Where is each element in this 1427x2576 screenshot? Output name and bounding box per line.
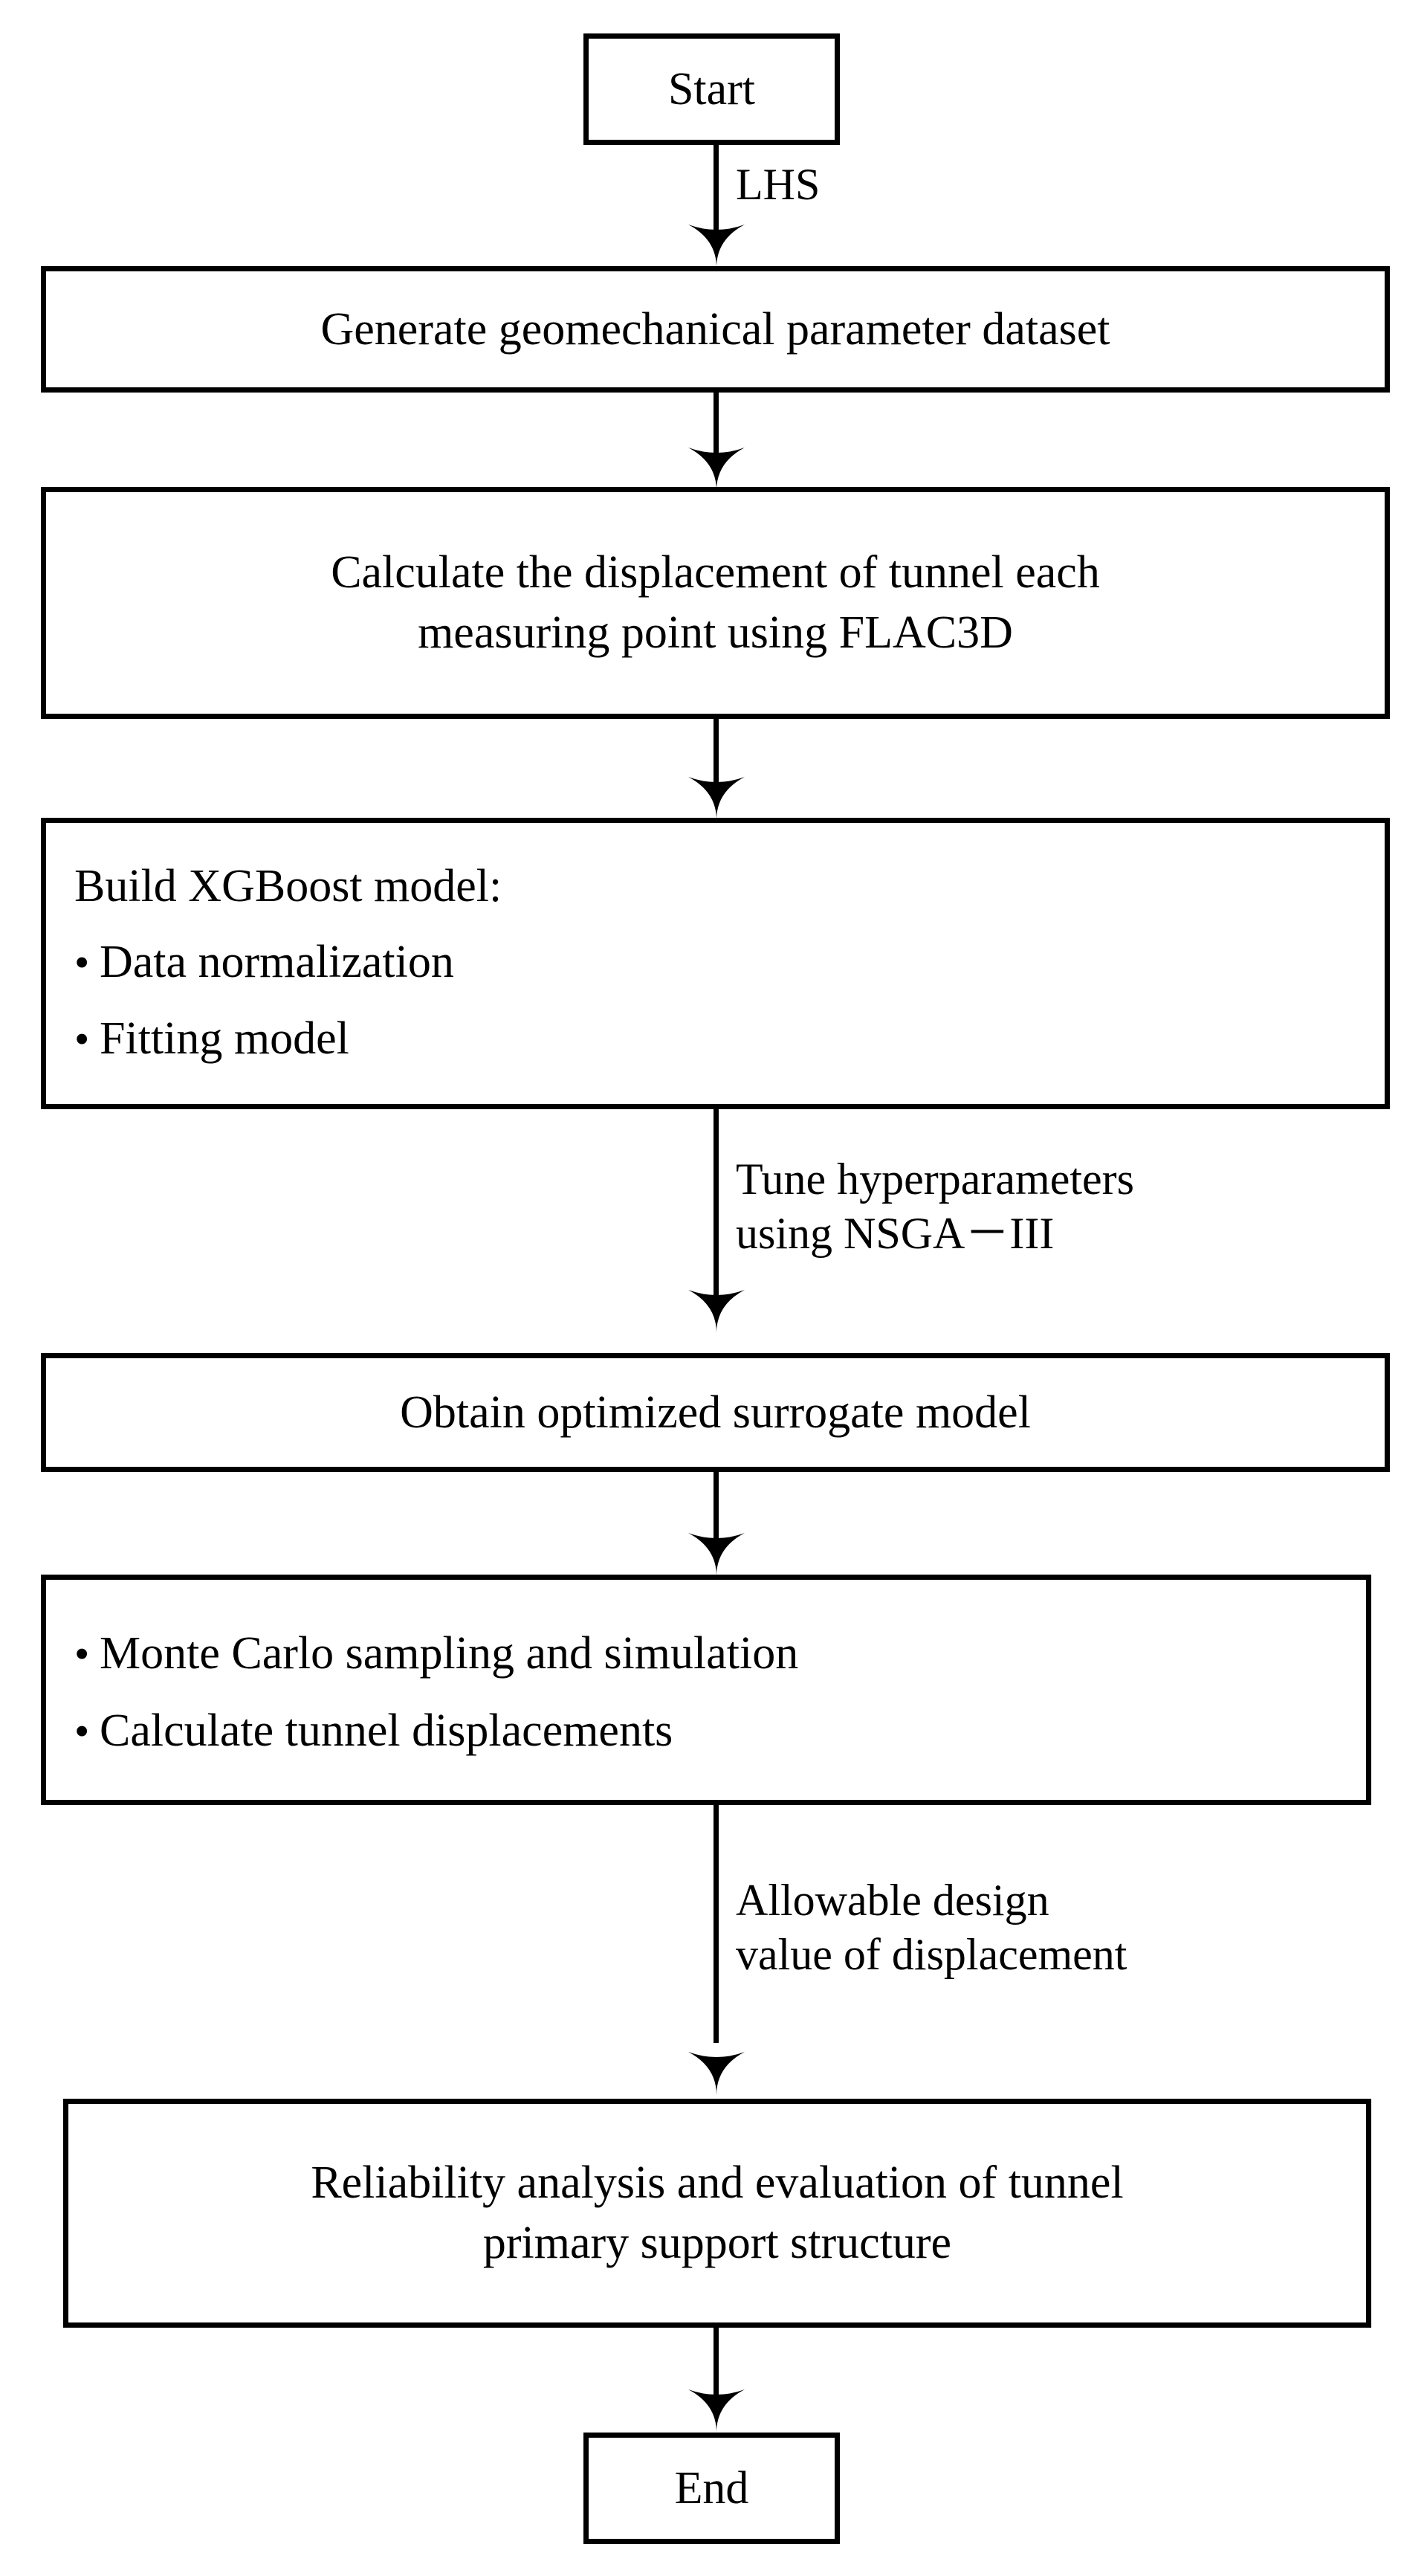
node-obtain-surrogate-model: Obtain optimized surrogate model xyxy=(41,1353,1390,1472)
node-build-xgboost-bullet-1: •Data normalization xyxy=(74,934,1370,990)
node-start-label: Start xyxy=(667,63,756,114)
edge-label-allowable-design-value: Allowable design value of displacement xyxy=(736,1876,1127,1980)
node-calculate-displacement-label: Calculate the displacement of tunnel eac… xyxy=(331,547,1100,658)
node-build-xgboost: Build XGBoost model: •Data normalization… xyxy=(41,818,1390,1109)
connector-surrogate-to-montecarlo xyxy=(714,1472,719,1546)
node-monte-carlo-bullet-2-label: Calculate tunnel displacements xyxy=(100,1705,673,1757)
node-end-label: End xyxy=(674,2462,749,2514)
node-end: End xyxy=(583,2433,840,2544)
node-monte-carlo: •Monte Carlo sampling and simulation •Ca… xyxy=(41,1575,1371,1805)
connector-generate-to-calculate xyxy=(714,393,719,459)
node-monte-carlo-bullet-2: •Calculate tunnel displacements xyxy=(74,1703,1351,1758)
node-monte-carlo-bullet-1-label: Monte Carlo sampling and simulation xyxy=(100,1628,799,1679)
connector-reliability-to-end xyxy=(714,2328,719,2402)
node-build-xgboost-heading: Build XGBoost model: xyxy=(74,861,502,911)
bullet-glyph-icon: • xyxy=(74,1707,90,1756)
bullet-glyph-icon: • xyxy=(74,1014,90,1063)
node-generate-dataset: Generate geomechanical parameter dataset xyxy=(41,266,1390,393)
node-monte-carlo-bullet-1: •Monte Carlo sampling and simulation xyxy=(74,1626,1351,1681)
node-start: Start xyxy=(583,33,840,145)
node-generate-dataset-label: Generate geomechanical parameter dataset xyxy=(320,303,1110,355)
node-calculate-displacement: Calculate the displacement of tunnel eac… xyxy=(41,487,1390,719)
node-reliability-analysis: Reliability analysis and evaluation of t… xyxy=(63,2099,1371,2328)
node-build-xgboost-bullet-2: •Fitting model xyxy=(74,1011,1370,1066)
node-build-xgboost-bullet-2-label: Fitting model xyxy=(100,1013,349,1064)
node-build-xgboost-bullet-1-label: Data normalization xyxy=(100,937,454,988)
edge-label-lhs: LHS xyxy=(736,160,821,209)
node-reliability-analysis-label: Reliability analysis and evaluation of t… xyxy=(311,2157,1124,2268)
bullet-glyph-icon: • xyxy=(74,1630,90,1678)
edge-label-tune-hyperparameters: Tune hyperparameters using NSGA－III xyxy=(736,1155,1134,1259)
connector-montecarlo-to-reliability xyxy=(714,1805,719,2043)
connector-calculate-to-build xyxy=(714,719,719,790)
connector-build-to-surrogate xyxy=(714,1109,719,1301)
node-obtain-surrogate-model-label: Obtain optimized surrogate model xyxy=(400,1387,1031,1438)
bullet-glyph-icon: • xyxy=(74,938,90,987)
connector-start-to-generate xyxy=(714,145,719,234)
